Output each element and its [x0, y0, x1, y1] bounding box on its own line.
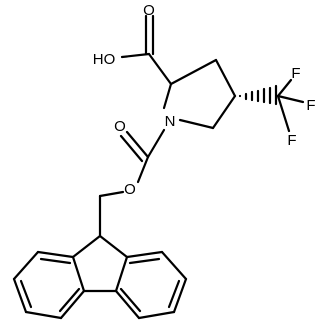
atom-label-carbamate-oxygen: O — [114, 118, 126, 135]
carbamate-linker — [98, 128, 166, 238]
atom-label-fluorine-2: F — [306, 97, 315, 114]
atom-label-ester-oxygen: O — [124, 181, 136, 198]
bond-cooh-c-oh — [120, 52, 151, 59]
fluorene-ring-system — [12, 234, 188, 320]
bond-ccarb-double-o-b — [119, 134, 144, 163]
bond-c5-n — [178, 118, 215, 130]
bond-ca-ccooh — [147, 52, 173, 86]
bond-ca-c3 — [169, 58, 218, 86]
bond-c4-c5 — [211, 94, 237, 130]
atom-label-carboxyl-oxygen: O — [143, 2, 155, 19]
bond-ccarb-oester — [136, 155, 150, 184]
bond-oester-ch2 — [98, 190, 125, 198]
bond-n-ca — [162, 82, 173, 110]
bond-n-ccarb — [146, 128, 166, 159]
trifluoromethyl-group — [238, 78, 305, 133]
bond-cf3-f3 — [276, 94, 291, 133]
bond-ccarb-double-o-a — [125, 130, 150, 159]
bond-c3-c4 — [214, 58, 237, 98]
atom-label-hydroxyl: HO — [93, 51, 116, 68]
hashed-wedge-bond — [238, 84, 278, 106]
atom-label-ring-nitrogen: N — [165, 113, 176, 130]
bond-cf3-f1 — [276, 78, 293, 98]
pyrrolidine-ring — [162, 58, 237, 130]
bond-cf3-f2 — [276, 94, 305, 104]
atom-label-fluorine-1: F — [291, 65, 300, 82]
carboxylic-acid-group — [120, 14, 173, 86]
atom-label-fluorine-3: F — [287, 132, 296, 149]
